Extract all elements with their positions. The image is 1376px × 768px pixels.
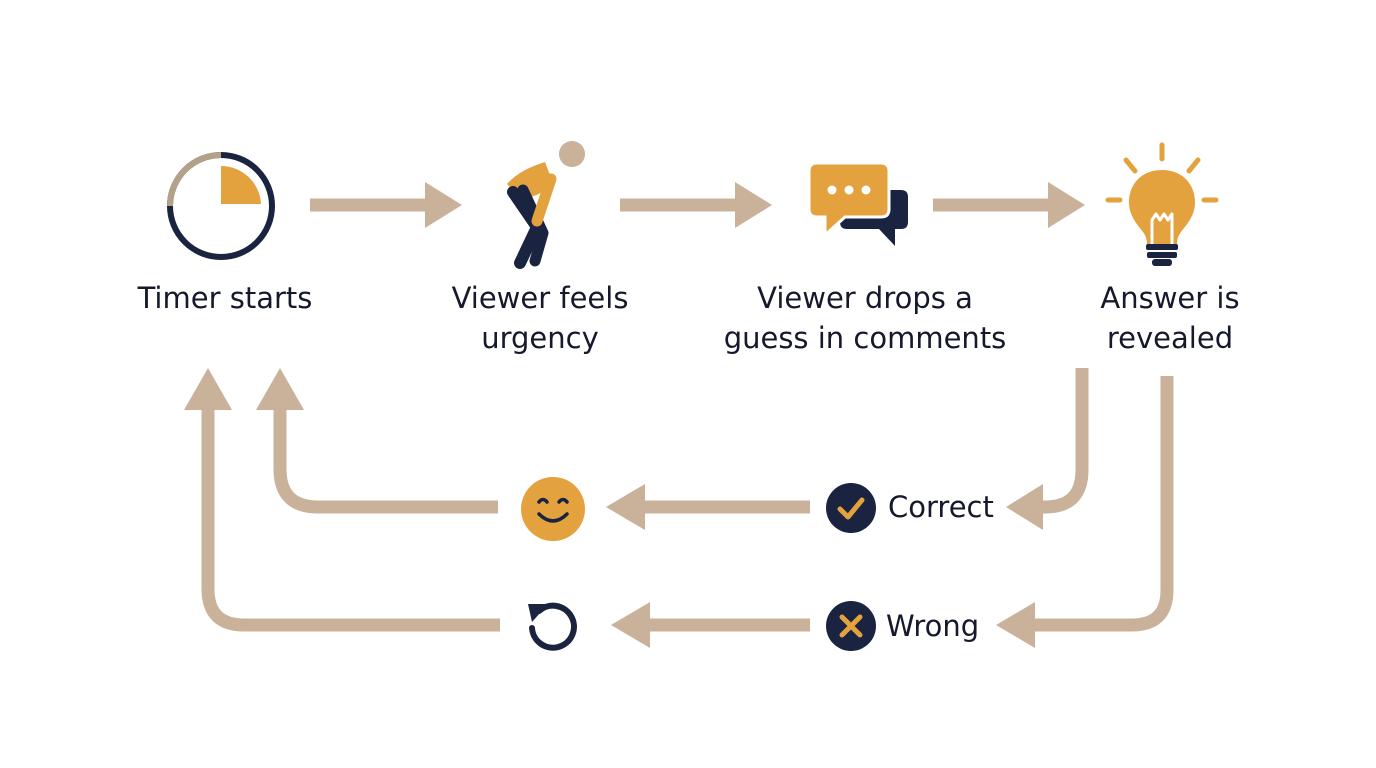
step-label-reveal: Answer is revealed [1100,281,1240,355]
arrowhead [425,182,462,228]
step-label-urgency: Viewer feels urgency [451,281,629,355]
arrowhead [996,602,1035,648]
arrow-reveal-to-wrong [1030,376,1174,632]
arrow-retry-to-timer [201,405,500,632]
arrowhead [184,368,232,410]
arrow-smiley-to-timer [273,405,498,514]
retry-icon [528,602,577,651]
arrowhead [1048,182,1085,228]
arrow-reveal-to-correct [1038,368,1089,514]
hurried-person-icon [507,141,585,269]
timer-icon [167,152,275,260]
arrowhead [606,484,645,530]
arrowhead [735,182,772,228]
arrowhead [1006,484,1043,530]
chat-bubbles-icon [807,161,908,246]
x-circle-icon [826,601,876,651]
outcome-label-correct: Correct [888,490,994,524]
arrowhead [611,602,650,648]
smiley-icon [521,477,585,541]
outcome-label-wrong: Wrong [886,609,980,643]
check-circle-icon [826,483,876,533]
step-label-comment: Viewer drops a guess in comments [723,281,1007,355]
step-label-timer: Timer starts [137,281,313,315]
lightbulb-icon [1105,142,1219,266]
arrowhead [256,368,304,410]
